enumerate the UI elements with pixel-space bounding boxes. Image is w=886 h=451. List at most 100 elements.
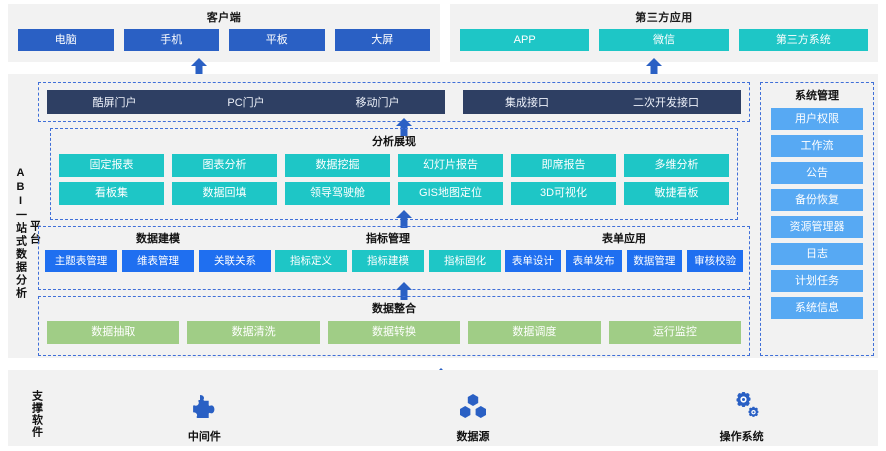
portal-bar-left: 酷屏门户 PC门户 移动门户 (47, 90, 445, 114)
platform-side-label-main: ABI一站式数据分析 (14, 166, 27, 300)
integration-tile-schedule[interactable]: 数据调度 (468, 321, 601, 344)
puzzle-icon (70, 388, 339, 426)
arrow-up-to-third-party (645, 58, 663, 76)
portal-group: 酷屏门户 PC门户 移动门户 集成接口 二次开发接口 (38, 82, 750, 122)
support-side-label: 支撑软件 (14, 386, 58, 442)
client-section: 客户端 电脑 手机 平板 大屏 (8, 4, 440, 62)
sysmgmt-item-scheduled-task[interactable]: 计划任务 (771, 270, 863, 292)
client-section-title: 客户端 (206, 12, 242, 24)
sysmgmt-item-backup-restore[interactable]: 备份恢复 (771, 189, 863, 211)
middle-subgroup-data-modeling: 主题表管理 维表管理 关联关系 (45, 250, 271, 272)
third-party-section-title: 第三方应用 (635, 12, 693, 24)
support-item-datasource[interactable]: 数据源 (339, 388, 608, 444)
portal-item-mobile[interactable]: 移动门户 (355, 97, 400, 109)
analysis-row-1: 固定报表 图表分析 数据挖掘 幻灯片报告 即席报告 多维分析 (59, 154, 729, 177)
middle-tile-data-mgmt[interactable]: 数据管理 (626, 250, 683, 272)
arrow-middle-to-analysis (395, 210, 413, 228)
analysis-tile-fixed-report[interactable]: 固定报表 (59, 154, 164, 177)
portal-inner: 酷屏门户 PC门户 移动门户 集成接口 二次开发接口 (39, 83, 749, 121)
support-caption-os: 操作系统 (719, 431, 764, 443)
sysmgmt-item-announcement[interactable]: 公告 (771, 162, 863, 184)
middle-subgroup-form-app: 表单设计 表单发布 数据管理 审核校验 (505, 250, 743, 272)
integration-tile-monitor[interactable]: 运行监控 (608, 321, 742, 344)
third-party-chip-app[interactable]: APP (460, 29, 590, 51)
integration-inner: 数据整合 数据抽取 数据清洗 数据转换 数据调度 运行监控 (39, 297, 749, 355)
system-management-inner: 系统管理 用户权限 工作流 公告 备份恢复 资源管理器 日志 计划任务 系统信息 (761, 83, 873, 355)
analysis-tile-multidim[interactable]: 多维分析 (624, 154, 729, 177)
third-party-chip-system[interactable]: 第三方系统 (738, 29, 868, 51)
analysis-tile-data-writeback[interactable]: 数据回填 (172, 182, 277, 205)
platform-side-label-tail: 平台 (28, 220, 41, 246)
integration-tile-transform[interactable]: 数据转换 (327, 321, 461, 344)
portal-item-integration-api[interactable]: 集成接口 (505, 97, 549, 109)
middle-tile-indicator-def[interactable]: 指标定义 (275, 250, 347, 272)
arrow-integration-to-middle (395, 282, 413, 300)
analysis-tile-gis-map[interactable]: GIS地图定位 (398, 182, 503, 205)
middle-tile-form-design[interactable]: 表单设计 (505, 250, 561, 272)
portal-item-kuping[interactable]: 酷屏门户 (92, 97, 137, 109)
middle-tile-relations[interactable]: 关联关系 (199, 250, 271, 272)
client-chip-bigscreen[interactable]: 大屏 (334, 29, 430, 51)
support-items: 中间件 数据源 (70, 376, 876, 444)
middle-inner: 数据建模 指标管理 表单应用 主题表管理 维表管理 关联关系 指标定义 指标建模… (39, 227, 749, 289)
support-caption-middleware: 中间件 (187, 431, 221, 443)
analysis-group: 分析展现 固定报表 图表分析 数据挖掘 幻灯片报告 即席报告 多维分析 看板集 … (50, 128, 738, 220)
middle-tile-form-publish[interactable]: 表单发布 (565, 250, 622, 272)
client-chip-pc[interactable]: 电脑 (18, 29, 114, 51)
gears-icon (607, 388, 876, 426)
support-side-label-text: 支撑软件 (30, 390, 43, 438)
arrow-up-to-client (190, 58, 208, 76)
sysmgmt-item-system-info[interactable]: 系统信息 (771, 297, 863, 319)
middle-title-indicator-mgmt: 指标管理 (366, 233, 410, 245)
third-party-chip-wechat[interactable]: 微信 (599, 29, 729, 51)
integration-group: 数据整合 数据抽取 数据清洗 数据转换 数据调度 运行监控 (38, 296, 750, 356)
database-nodes-icon (339, 388, 608, 426)
portal-item-secondary-dev-api[interactable]: 二次开发接口 (633, 97, 699, 109)
client-chip-row: 电脑 手机 平板 大屏 (8, 29, 440, 51)
analysis-tile-agile-board[interactable]: 敏捷看板 (624, 182, 729, 205)
integration-group-title: 数据整合 (372, 303, 416, 315)
middle-tile-audit-check[interactable]: 审核校验 (687, 250, 743, 272)
analysis-tile-chart-analysis[interactable]: 图表分析 (172, 154, 277, 177)
analysis-row-2: 看板集 数据回填 领导驾驶舱 GIS地图定位 3D可视化 敏捷看板 (59, 182, 729, 205)
system-management-title: 系统管理 (795, 90, 839, 102)
middle-tiles: 主题表管理 维表管理 关联关系 指标定义 指标建模 指标固化 表单设计 表单发布… (45, 250, 743, 272)
middle-tile-subject-table[interactable]: 主题表管理 (45, 250, 117, 272)
third-party-section: 第三方应用 APP 微信 第三方系统 (450, 4, 878, 62)
support-item-middleware[interactable]: 中间件 (70, 388, 339, 444)
middle-subgroup-indicator-mgmt: 指标定义 指标建模 指标固化 (275, 250, 501, 272)
analysis-group-title: 分析展现 (372, 136, 416, 148)
platform-side-label: ABI一站式数据分析 平台 (10, 118, 44, 348)
analysis-tile-adhoc-report[interactable]: 即席报告 (511, 154, 616, 177)
sysmgmt-item-user-permission[interactable]: 用户权限 (771, 108, 863, 130)
third-party-chip-row: APP 微信 第三方系统 (450, 29, 878, 51)
analysis-tile-3d-visual[interactable]: 3D可视化 (511, 182, 616, 205)
analysis-tile-exec-cockpit[interactable]: 领导驾驶舱 (285, 182, 390, 205)
portal-bar-right: 集成接口 二次开发接口 (463, 90, 741, 114)
middle-tile-indicator-model[interactable]: 指标建模 (352, 250, 424, 272)
integration-tile-row: 数据抽取 数据清洗 数据转换 数据调度 运行监控 (47, 321, 742, 344)
integration-tile-extract[interactable]: 数据抽取 (47, 321, 180, 344)
client-chip-tablet[interactable]: 平板 (229, 29, 325, 51)
analysis-tile-data-mining[interactable]: 数据挖掘 (285, 154, 390, 177)
middle-title-data-modeling: 数据建模 (136, 233, 180, 245)
support-item-os[interactable]: 操作系统 (607, 388, 876, 444)
sysmgmt-item-log[interactable]: 日志 (771, 243, 863, 265)
analysis-inner: 分析展现 固定报表 图表分析 数据挖掘 幻灯片报告 即席报告 多维分析 看板集 … (51, 129, 737, 219)
support-section (8, 370, 878, 446)
middle-tile-dim-table[interactable]: 维表管理 (122, 250, 194, 272)
analysis-tile-dashboard-set[interactable]: 看板集 (59, 182, 164, 205)
analysis-tile-slide-report[interactable]: 幻灯片报告 (398, 154, 503, 177)
integration-tile-cleanse[interactable]: 数据清洗 (187, 321, 320, 344)
sysmgmt-item-resource-mgr[interactable]: 资源管理器 (771, 216, 863, 238)
middle-group-titles: 数据建模 指标管理 表单应用 (45, 230, 743, 246)
arrow-analysis-to-portal (395, 118, 413, 136)
system-management-group: 系统管理 用户权限 工作流 公告 备份恢复 资源管理器 日志 计划任务 系统信息 (760, 82, 874, 356)
sysmgmt-item-workflow[interactable]: 工作流 (771, 135, 863, 157)
portal-item-pc[interactable]: PC门户 (227, 97, 265, 109)
middle-tile-indicator-freeze[interactable]: 指标固化 (429, 250, 501, 272)
support-caption-datasource: 数据源 (456, 431, 490, 443)
client-chip-phone[interactable]: 手机 (123, 29, 219, 51)
middle-group: 数据建模 指标管理 表单应用 主题表管理 维表管理 关联关系 指标定义 指标建模… (38, 226, 750, 290)
